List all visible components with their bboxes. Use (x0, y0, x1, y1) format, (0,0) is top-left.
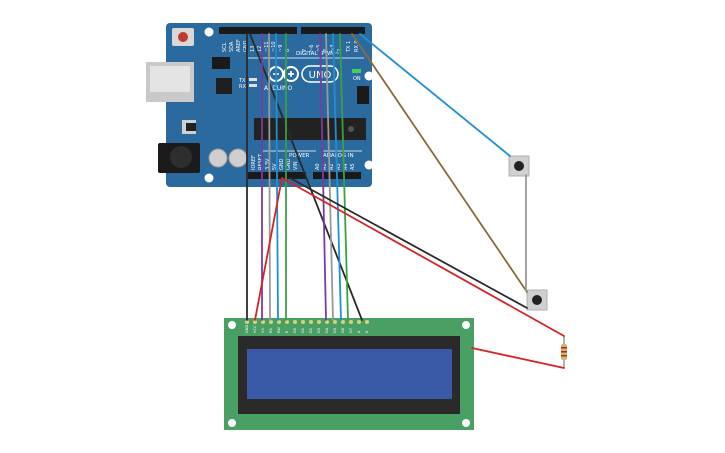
icsp-header (357, 86, 369, 104)
wire-red[interactable] (471, 347, 565, 369)
lcd-screen (247, 349, 452, 399)
on-label: ON (353, 76, 361, 82)
pin-label: A4 (343, 163, 349, 170)
resistor[interactable] (561, 336, 567, 368)
button-cap-icon (532, 295, 542, 305)
digital-label: DIGITAL (PWM~) (296, 51, 342, 57)
pin-label: 7 (302, 49, 308, 52)
tx-led-icon (249, 78, 257, 81)
pin-label: ~6 (309, 45, 315, 52)
wire-red[interactable] (281, 177, 565, 337)
pin-label: GND (243, 40, 249, 52)
mounting-hole (228, 419, 236, 427)
logo-text: ARDUINO (264, 85, 293, 92)
pin-label: A2 (329, 163, 335, 170)
pin-label: VIN (293, 161, 299, 170)
mounting-hole (364, 71, 374, 81)
pin-label: 8 (285, 49, 291, 52)
pin-label: SDA (229, 41, 235, 52)
pin-label: A3 (336, 163, 342, 170)
button-cap-icon (514, 161, 524, 171)
wire-gray[interactable] (268, 33, 271, 321)
lcd-pin-label: D5 (333, 328, 337, 333)
lcd-module[interactable]: GND VCC V0 RS RW E D0 D1 D2 D3 D4 D5 D6 … (224, 318, 474, 430)
pin-label: RX 0 (354, 40, 360, 52)
wire-blue[interactable] (359, 33, 511, 157)
top-header-right[interactable] (301, 27, 365, 34)
pin-label: IOREF (251, 155, 257, 170)
pin-label: 5V (272, 163, 278, 170)
lcd-pin-label: A (357, 330, 361, 333)
lcd-pin-label: V0 (261, 328, 265, 333)
usb-connector-face (150, 66, 190, 92)
pin-label: 13 (250, 46, 256, 52)
lcd-pin-label: RS (269, 328, 273, 333)
lcd-pin-label: VCC (253, 325, 257, 333)
pin-label: A0 (315, 163, 321, 170)
lcd-pin-label: K (365, 330, 369, 333)
logo-plus-icon (283, 66, 299, 82)
pin-label: ~5 (316, 45, 322, 52)
wire-blue[interactable] (275, 33, 279, 321)
lcd-pin-label: D1 (301, 328, 305, 333)
lcd-pin-label: D6 (341, 327, 345, 333)
mounting-hole (462, 419, 470, 427)
pin-label: 3.3V (265, 158, 271, 170)
pin-label: 12 (257, 46, 263, 52)
on-led-icon (352, 69, 361, 73)
lcd-pin-label: D7 (349, 328, 353, 333)
lcd-pin-label: D4 (325, 327, 329, 333)
pin-label: A1 (322, 163, 328, 170)
rx-label: RX (239, 84, 246, 90)
microcontroller-chip (254, 118, 366, 140)
mounting-hole (364, 160, 374, 170)
wire-black[interactable] (289, 177, 528, 309)
pushbutton-top[interactable] (508, 155, 530, 177)
lcd-pin-label: D0 (293, 327, 297, 333)
capacitor (228, 148, 248, 168)
pin-label: ~9 (278, 45, 284, 52)
pin-label: A5 (350, 163, 356, 170)
pin-label: TX 1 (346, 41, 352, 53)
capacitor (208, 148, 228, 168)
pin-label: ~11 (264, 41, 270, 52)
lcd-pin-label: E (285, 330, 289, 333)
mounting-hole (204, 27, 214, 37)
usb-chip (216, 78, 232, 94)
analog-label: ANALOG IN (323, 153, 354, 159)
lcd-pin-label: RW (277, 327, 281, 333)
wire-brown[interactable] (351, 33, 528, 293)
pin-label: AREF (236, 39, 242, 52)
power-label: POWER (289, 153, 310, 159)
pushbutton-bottom[interactable] (526, 289, 548, 311)
wire-green[interactable] (339, 33, 349, 321)
mounting-hole (462, 321, 470, 329)
wire-blue[interactable] (332, 33, 342, 321)
lcd-pin-label: D3 (317, 328, 321, 333)
rx-led-icon (249, 84, 257, 87)
wire-purple[interactable] (319, 33, 327, 321)
pin-label: RESET (258, 153, 264, 170)
pin-label: ~10 (271, 41, 277, 52)
wire-gray[interactable] (325, 33, 334, 321)
mounting-hole (204, 173, 214, 183)
pin-label: GND (279, 158, 285, 170)
lcd-pin-label: GND (245, 325, 249, 333)
tx-label: TX (238, 78, 246, 84)
mounting-hole (228, 321, 236, 329)
lcd-pin-header[interactable] (245, 320, 369, 324)
wire-red[interactable] (254, 177, 283, 321)
top-header-left[interactable] (219, 27, 297, 34)
icsp-header-usb (212, 57, 230, 69)
reset-button-cap (178, 32, 188, 42)
pin-label: GND (286, 158, 292, 170)
lcd-pin-label: D2 (309, 328, 313, 333)
pin-label: SCL (222, 42, 228, 52)
wires (246, 33, 565, 369)
arduino-board[interactable]: SCL SDA AREF GND 13 12 ~11 ~10 ~9 8 7 ~6… (146, 23, 374, 187)
